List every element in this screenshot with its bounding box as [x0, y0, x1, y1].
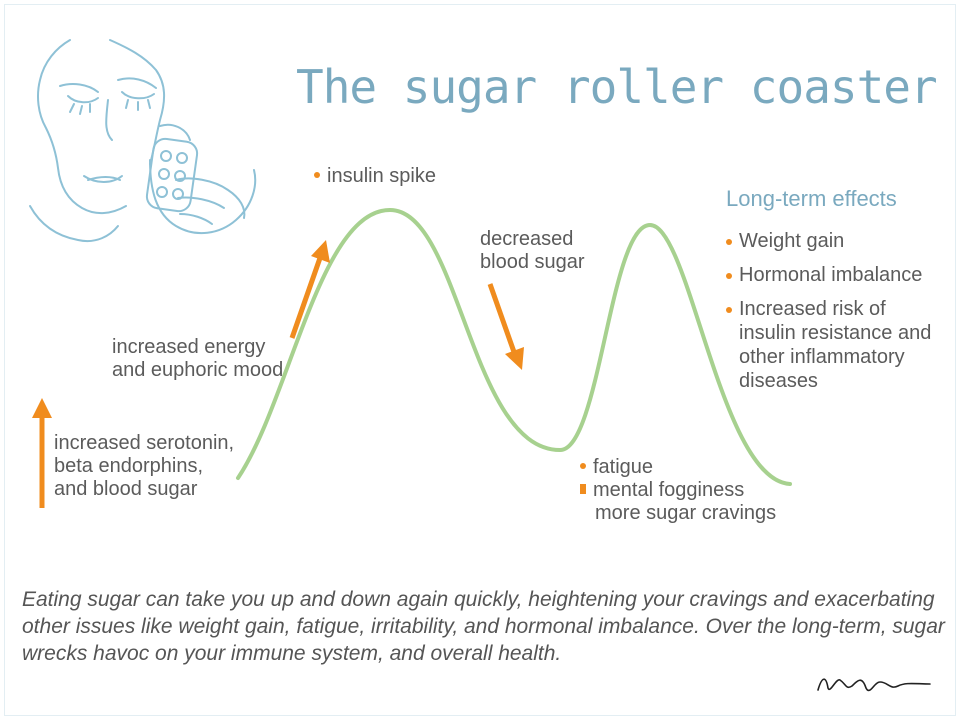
bullet-icon	[726, 273, 732, 279]
bullet-icon	[314, 171, 320, 178]
label-fatigue-group: fatigue mental fogginess more sugar crav…	[580, 456, 776, 525]
caption-paragraph: Eating sugar can take you up and down ag…	[22, 588, 945, 665]
label-energy: increased energy and euphoric mood	[112, 336, 284, 381]
list-item: Weight gain	[726, 229, 946, 253]
arrow-up-icon	[32, 398, 52, 508]
label-insulin-spike: insulin spike	[314, 165, 436, 188]
sugar-cube-icon	[145, 137, 199, 213]
long-term-heading: Long-term effects	[726, 186, 897, 211]
arrow-up-right-icon	[289, 240, 330, 339]
long-term-list: Weight gain Hormonal imbalance Increased…	[726, 229, 946, 393]
bullet-icon	[726, 307, 732, 313]
label-serotonin: increased serotonin, beta endorphins, an…	[54, 432, 235, 500]
arrow-down-right-icon	[487, 283, 524, 370]
page-frame	[4, 4, 956, 716]
label-decreased: decreased blood sugar	[480, 228, 585, 273]
page-title: The sugar roller coaster	[296, 60, 938, 114]
bullet-icon	[580, 483, 586, 494]
list-item: Hormonal imbalance	[726, 263, 946, 287]
bullet-icon	[580, 462, 586, 469]
bullet-icon	[726, 239, 732, 245]
signature	[817, 678, 931, 692]
list-item: Increased risk of insulin resistance and…	[726, 297, 946, 393]
sugar-curve	[236, 207, 792, 486]
woman-illustration	[29, 39, 257, 242]
